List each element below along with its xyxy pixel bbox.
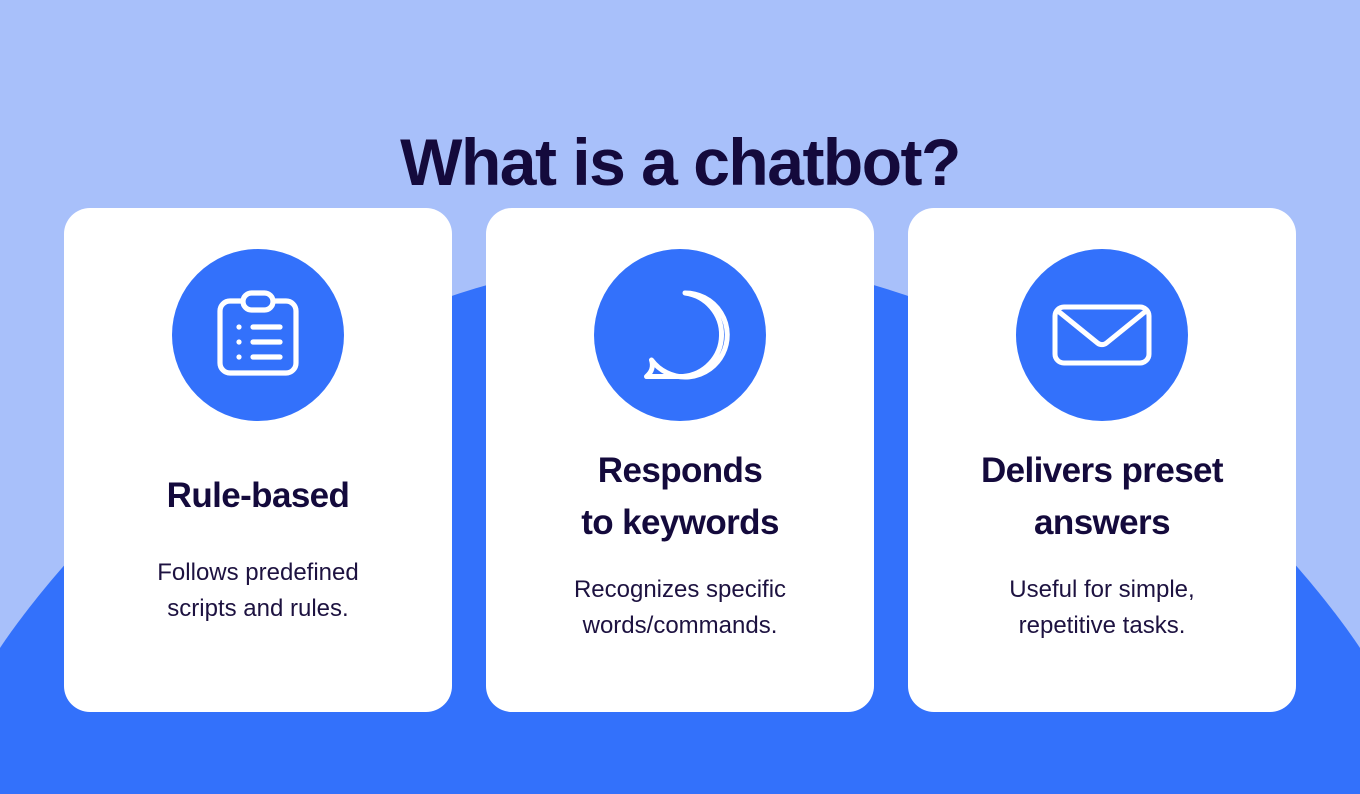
speech-bubble-icon [594, 249, 766, 421]
feature-card-responds-to-keywords[interactable]: Responds to keywords Recognizes specific… [486, 208, 874, 712]
feature-card-heading: Delivers preset answers [981, 451, 1224, 542]
feature-card-heading: Rule-based [166, 476, 350, 515]
feature-card-heading: Responds to keywords [581, 451, 779, 542]
page-title: What is a chatbot? [400, 125, 961, 200]
feature-card-rule-based[interactable]: Rule-based Follows predefined scripts an… [64, 208, 452, 712]
feature-card-row: Rule-based Follows predefined scripts an… [64, 208, 1296, 712]
feature-card-delivers-preset-answers[interactable]: Delivers preset answers Useful for simpl… [908, 208, 1296, 712]
feature-card-description: Useful for simple, repetitive tasks. [1009, 576, 1195, 639]
clipboard-list-icon [172, 249, 344, 421]
feature-card-description: Recognizes specific words/commands. [573, 576, 787, 639]
envelope-icon [1016, 249, 1188, 421]
feature-card-description: Follows predefined scripts and rules. [157, 559, 359, 622]
